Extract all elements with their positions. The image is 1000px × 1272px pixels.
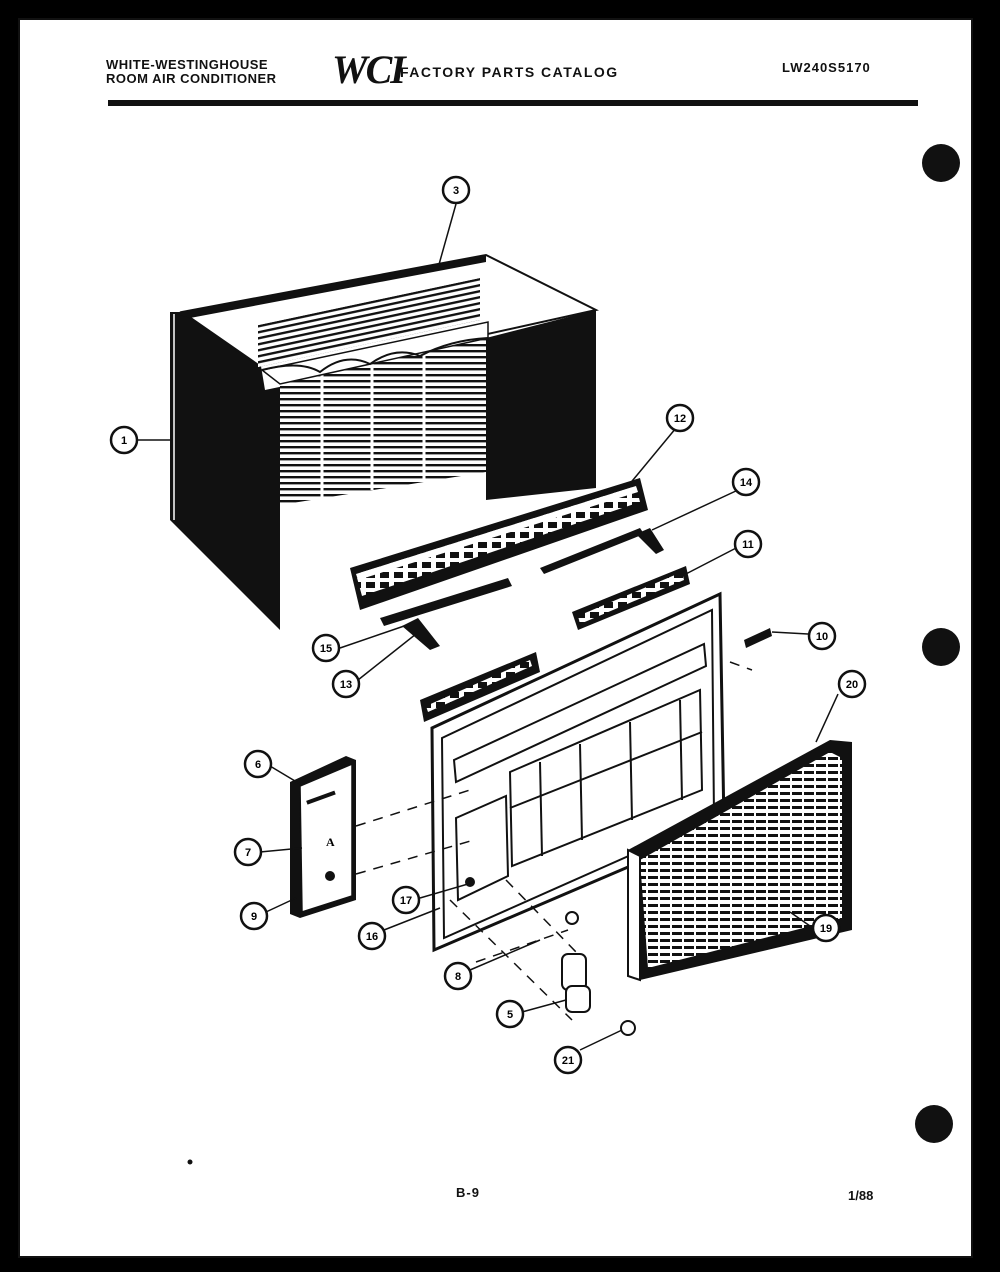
- callout-5: 5: [495, 999, 525, 1029]
- callout-19: 19: [811, 913, 841, 943]
- svg-text:21: 21: [562, 1055, 574, 1067]
- callout-12: 12: [665, 403, 695, 433]
- catalog-title: FACTORY PARTS CATALOG: [400, 64, 619, 80]
- svg-text:13: 13: [340, 679, 352, 691]
- svg-text:7: 7: [245, 847, 251, 859]
- callout-11: 11: [733, 529, 763, 559]
- callout-20: 20: [837, 669, 867, 699]
- svg-text:17: 17: [400, 895, 412, 907]
- air-deflector-11: [572, 566, 690, 630]
- binder-hole-top: [922, 144, 960, 182]
- callout-9: 9: [239, 901, 269, 931]
- callout-8: 8: [443, 961, 473, 991]
- assembly-lines: [355, 661, 753, 1021]
- svg-text:19: 19: [820, 923, 832, 935]
- louver-rod-15: [380, 578, 512, 650]
- callout-16: 16: [357, 921, 387, 951]
- front-grille: [627, 740, 852, 982]
- svg-text:9: 9: [251, 911, 257, 923]
- callouts: 3 1 12 14 11 15 13 10 20 6 7 9 17 16 8 5…: [109, 175, 867, 1075]
- svg-text:3: 3: [453, 185, 459, 197]
- hardware-parts: [465, 628, 772, 1036]
- callout-7: 7: [233, 837, 263, 867]
- louver-rod-14: [540, 528, 664, 574]
- callout-3: 3: [441, 175, 471, 205]
- brand-line-1: WHITE-WESTINGHOUSE: [106, 57, 269, 72]
- svg-text:16: 16: [366, 931, 378, 943]
- brand-line-2: ROOM AIR CONDITIONER: [106, 71, 277, 86]
- callout-6: 6: [243, 749, 273, 779]
- stray-dot: [187, 1159, 193, 1165]
- callout-1: 1: [109, 425, 139, 455]
- header-rule: [108, 100, 918, 106]
- svg-text:15: 15: [320, 643, 332, 655]
- wci-logo: WCI: [332, 47, 406, 92]
- svg-text:12: 12: [674, 413, 686, 425]
- louver-assembly: [350, 478, 648, 610]
- binder-hole-middle: [922, 628, 960, 666]
- svg-text:5: 5: [507, 1009, 513, 1021]
- svg-text:A: A: [326, 835, 335, 849]
- page-number: B-9: [456, 1185, 480, 1200]
- model-code: LW240S5170: [782, 60, 871, 75]
- svg-text:1: 1: [121, 435, 127, 447]
- callout-17: 17: [391, 885, 421, 915]
- callout-21: 21: [553, 1045, 583, 1075]
- callout-15: 15: [311, 633, 341, 663]
- svg-text:14: 14: [740, 477, 753, 489]
- cabinet-wrapper: [170, 253, 599, 630]
- callout-10: 10: [807, 621, 837, 651]
- svg-text:11: 11: [742, 539, 754, 551]
- svg-text:8: 8: [455, 971, 461, 983]
- binder-hole-bottom: [915, 1105, 953, 1143]
- brand-block: WHITE-WESTINGHOUSE ROOM AIR CONDITIONER: [106, 58, 277, 86]
- svg-text:10: 10: [816, 631, 828, 643]
- front-panel-frame: [420, 591, 726, 953]
- svg-text:6: 6: [255, 759, 261, 771]
- catalog-date: 1/88: [848, 1188, 874, 1203]
- callout-13: 13: [331, 669, 361, 699]
- svg-text:20: 20: [846, 679, 858, 691]
- callout-14: 14: [731, 467, 761, 497]
- leader-lines: [138, 203, 839, 1051]
- control-panel: A: [290, 756, 356, 918]
